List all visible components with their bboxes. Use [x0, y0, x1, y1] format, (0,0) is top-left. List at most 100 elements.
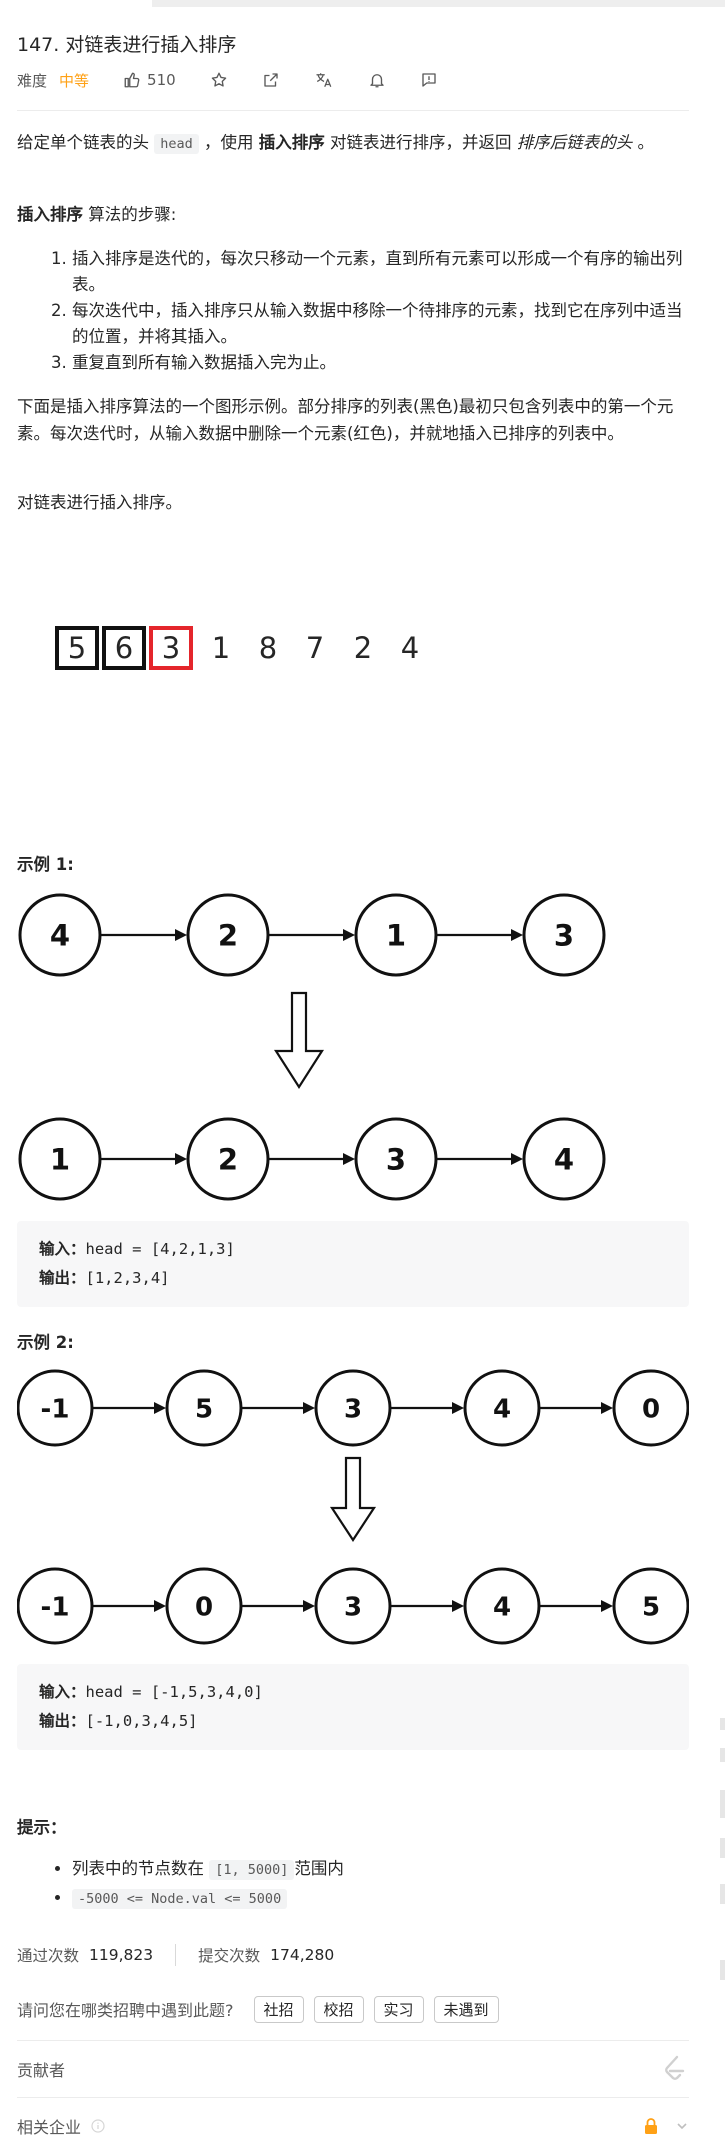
- hints-title: 提示：: [17, 1818, 67, 1837]
- step-item: 重复直到所有输入数据插入完为止。: [72, 350, 689, 376]
- top-bar: [0, 0, 725, 8]
- list-arrow-head: [511, 1153, 523, 1165]
- example-1-code-block: 输入：head = [4,2,1,3] 输出：[1,2,3,4]: [17, 1221, 689, 1307]
- unsorted-value: 7: [305, 631, 325, 665]
- output-label: 输出：: [39, 1712, 86, 1730]
- list-node-circle: [612, 1567, 689, 1645]
- hint-item: -5000 <= Node.val <= 5000: [72, 1884, 689, 1913]
- submitted-label: 提交次数: [198, 1947, 261, 1965]
- share-button[interactable]: [262, 71, 280, 89]
- edge-fragment: [720, 1790, 725, 1818]
- list-node-value: 1: [386, 918, 406, 952]
- edge-fragment: [720, 1748, 725, 1762]
- thumbs-up-icon: [124, 72, 140, 88]
- list-arrow-head: [511, 929, 523, 941]
- list-node-value: 3: [386, 1142, 406, 1176]
- text-span: ，使用: [198, 133, 259, 152]
- step-item: 每次迭代中，插入排序只从输入数据中移除一个待排序的元素，找到它在序列中适当的位置…: [72, 298, 689, 350]
- like-button[interactable]: 510: [123, 71, 176, 89]
- text-span: 对链表进行排序，并返回: [324, 133, 517, 152]
- favorite-button[interactable]: [210, 71, 228, 89]
- list-node-value: 3: [554, 918, 574, 952]
- hint-item: 列表中的节点数在 [1, 5000]范围内: [72, 1855, 689, 1884]
- chevron-down-icon: [677, 2123, 687, 2130]
- edge-fragment: [720, 1718, 725, 1730]
- like-count: 510: [147, 71, 176, 89]
- poll-option-internship[interactable]: 实习: [373, 1995, 424, 2023]
- list-node-value: 3: [344, 1592, 362, 1622]
- example-1-label: 示例 1:: [17, 855, 74, 874]
- down-arrow-shape: [273, 991, 325, 1090]
- translate-icon: [316, 73, 332, 87]
- contributors-section[interactable]: 贡献者: [17, 2040, 689, 2097]
- unsorted-value: 4: [400, 631, 420, 665]
- description-paragraph-3: 下面是插入排序算法的一个图形示例。部分排序的列表(黑色)最初只包含列表中的第一个…: [17, 397, 674, 443]
- step-item: 插入排序是迭代的，每次只移动一个元素，直到所有元素可以形成一个有序的输出列表。: [72, 246, 689, 298]
- notification-button[interactable]: [368, 71, 386, 89]
- text-span: 。: [632, 133, 655, 152]
- inline-code: -5000 <= Node.val <= 5000: [72, 1889, 288, 1909]
- list-arrow-head: [452, 1402, 464, 1414]
- share-icon: [263, 73, 278, 87]
- output-value: [1,2,3,4]: [85, 1269, 170, 1287]
- list-arrow-head: [601, 1600, 613, 1612]
- problem-meta-bar: 难度 中等 510: [17, 68, 689, 92]
- input-label: 输入：: [39, 1240, 86, 1258]
- text-span: 算法的步骤:: [83, 205, 177, 224]
- sorted-cell: 5: [55, 626, 99, 670]
- list-node-value: 2: [218, 1142, 238, 1176]
- output-label: 输出：: [39, 1269, 86, 1287]
- related-companies-section[interactable]: 相关企业: [17, 2097, 689, 2154]
- poll-option-social[interactable]: 社招: [253, 1995, 304, 2023]
- hints-list: 列表中的节点数在 [1, 5000]范围内 -5000 <= Node.val …: [17, 1855, 689, 1913]
- description-paragraph-4: 对链表进行插入排序。: [17, 493, 182, 512]
- example-input-line: 输入：head = [-1,5,3,4,0]: [39, 1678, 667, 1707]
- input-value: head = [-1,5,3,4,0]: [85, 1683, 263, 1701]
- edge-fragment: [720, 1960, 725, 1980]
- info-icon: [91, 2119, 105, 2133]
- list-node-value: 4: [554, 1142, 574, 1176]
- example-output-line: 输出：[1,2,3,4]: [39, 1264, 667, 1293]
- list-node-value: 5: [642, 1592, 660, 1622]
- edge-fragment: [720, 1884, 725, 1904]
- difficulty-badge: 中等: [59, 71, 90, 90]
- list-node-value: 2: [218, 918, 238, 952]
- list-arrow-head: [452, 1600, 464, 1612]
- algorithm-steps-list: 插入排序是迭代的，每次只移动一个元素，直到所有元素可以形成一个有序的输出列表。 …: [17, 246, 689, 376]
- down-arrow-shape: [329, 1456, 377, 1543]
- bell-icon: [369, 74, 384, 88]
- inline-code: [1, 5000]: [209, 1860, 295, 1880]
- example-2-code-block: 输入：head = [-1,5,3,4,0] 输出：[-1,0,3,4,5]: [17, 1664, 689, 1750]
- text-span: 给定单个链表的头: [17, 133, 155, 152]
- leetcode-logo-icon: [665, 2055, 685, 2080]
- list-node-value: 5: [195, 1394, 213, 1424]
- list-node-value: -1: [41, 1394, 70, 1424]
- translate-button[interactable]: [314, 71, 334, 89]
- companies-label: 相关企业: [17, 2118, 82, 2137]
- description-paragraph-2: 插入排序 算法的步骤:: [17, 201, 689, 228]
- list-arrow-head: [303, 1600, 315, 1612]
- lock-icon: [645, 2118, 657, 2134]
- example-2-transform-arrow: [329, 1456, 377, 1543]
- edge-fragment: [720, 1838, 725, 1858]
- top-bar-segment: [152, 0, 725, 7]
- poll-option-not-met[interactable]: 未遇到: [433, 1995, 499, 2023]
- list-node-value: 4: [493, 1394, 511, 1424]
- unsorted-value: 2: [353, 631, 373, 665]
- poll-option-campus[interactable]: 校招: [313, 1995, 364, 2023]
- problem-title[interactable]: 147. 对链表进行插入排序: [17, 34, 237, 56]
- input-label: 输入：: [39, 1683, 86, 1701]
- list-arrow-head: [343, 929, 355, 941]
- example-input-line: 输入：head = [4,2,1,3]: [39, 1235, 667, 1264]
- submission-stats: 通过次数 119,823 提交次数 174,280: [17, 1943, 334, 1967]
- comment-alert-icon: [421, 73, 436, 87]
- poll-question: 请问您在哪类招聘中遇到此题?: [17, 2001, 234, 2020]
- example-output-line: 输出：[-1,0,3,4,5]: [39, 1707, 667, 1736]
- companies-label-group: 相关企业: [17, 2114, 105, 2138]
- text-span: 列表中的节点数在: [72, 1859, 210, 1878]
- feedback-button[interactable]: [420, 71, 438, 89]
- star-icon: [211, 72, 226, 87]
